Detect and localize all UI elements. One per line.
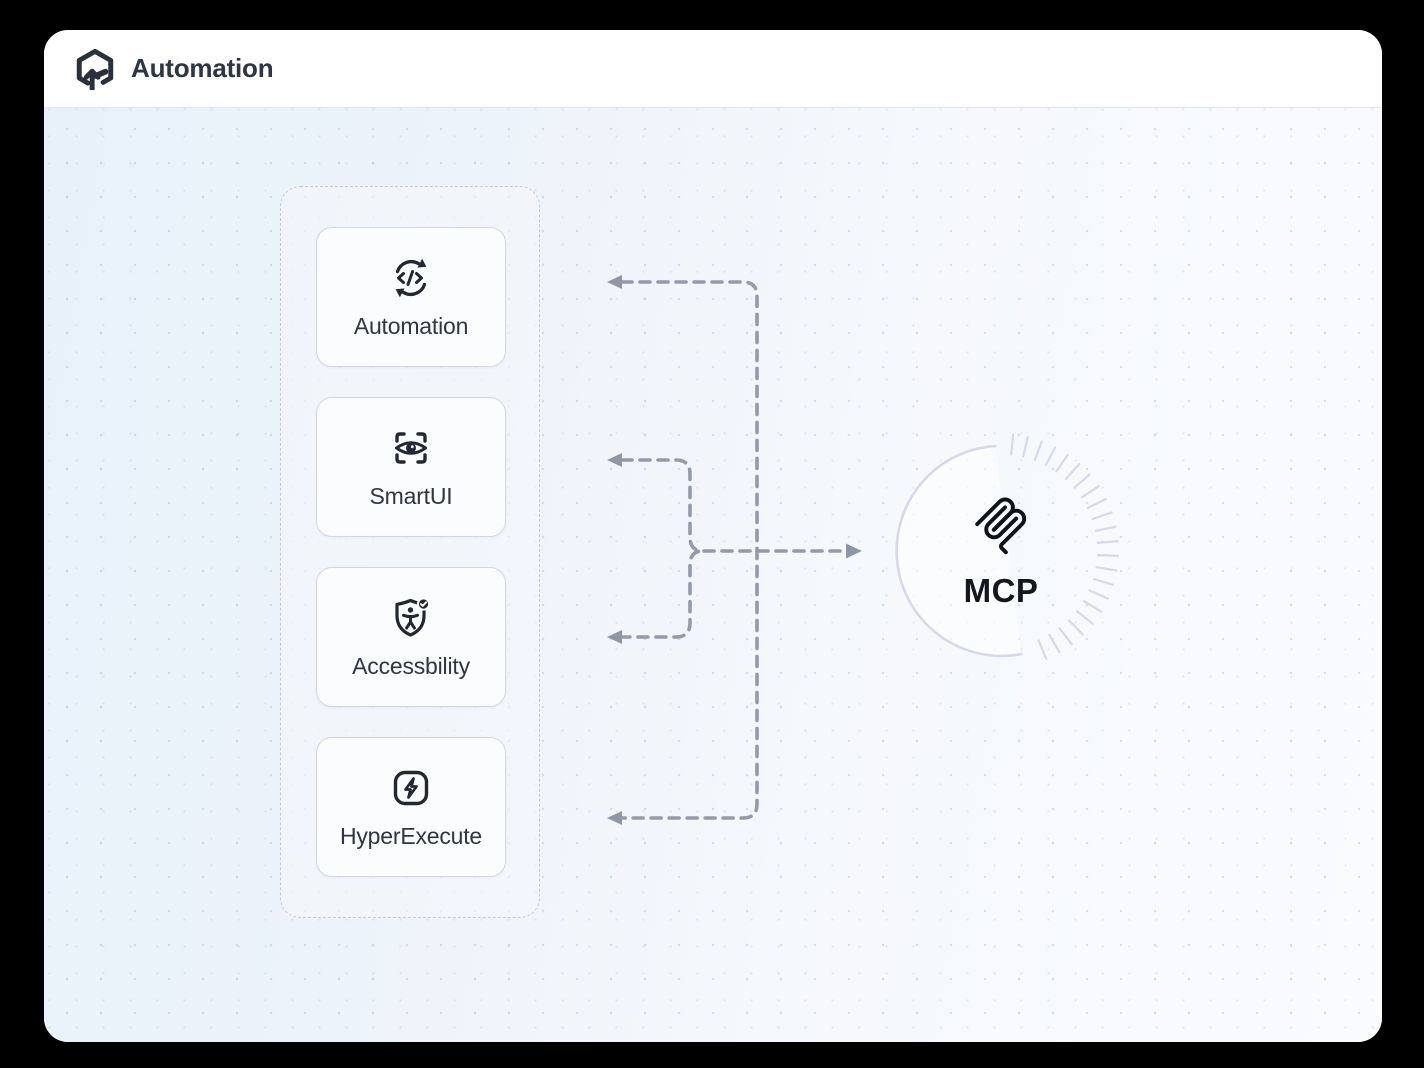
products-panel: Automation SmartUI xyxy=(280,186,540,918)
code-sync-icon xyxy=(387,254,435,302)
lightning-square-icon xyxy=(387,764,435,812)
app-window: Automation xyxy=(44,30,1382,1042)
card-label: Automation xyxy=(353,313,469,339)
arrowhead-hyperexecute xyxy=(607,811,622,825)
shield-person-icon xyxy=(387,594,435,642)
card-label: HyperExecute xyxy=(339,823,483,849)
mcp-label: MCP xyxy=(963,572,1039,609)
arrowhead-mcp xyxy=(846,543,862,559)
hexagon-arrow-logo-icon xyxy=(74,48,116,92)
mcp-node: MCP xyxy=(871,421,1131,681)
card-automation[interactable]: Automation xyxy=(316,227,506,367)
arrowhead-accessbility xyxy=(607,630,622,644)
card-smartui[interactable]: SmartUI xyxy=(316,397,506,537)
card-accessbility[interactable]: Accessbility xyxy=(316,567,506,707)
spine-automation-hyperexecute-line xyxy=(620,280,759,820)
page-title: Automation xyxy=(131,53,274,83)
app-header: Automation xyxy=(44,30,1382,108)
card-label: Accessbility xyxy=(352,653,470,679)
arrowhead-smartui xyxy=(607,453,622,467)
card-label: SmartUI xyxy=(369,483,453,509)
arrowhead-automation xyxy=(607,275,622,289)
connector-arrows xyxy=(607,275,862,825)
mcp-logo-icon xyxy=(969,492,1033,556)
card-hyperexecute[interactable]: HyperExecute xyxy=(316,737,506,877)
eye-scan-icon xyxy=(387,424,435,472)
diagram-canvas: Automation SmartUI xyxy=(44,108,1382,1042)
branch-smartui-accessbility-line xyxy=(620,458,702,639)
